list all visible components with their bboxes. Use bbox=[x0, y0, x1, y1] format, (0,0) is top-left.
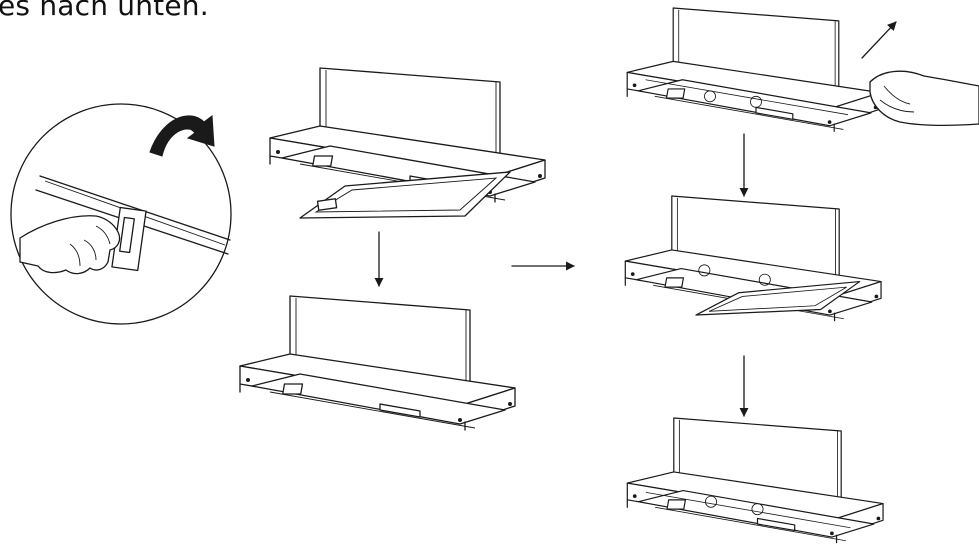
arrow-pull-out bbox=[861, 21, 897, 59]
hand-icon bbox=[19, 215, 121, 275]
hood-step-5 bbox=[626, 417, 884, 544]
rotate-arrow-icon bbox=[149, 115, 215, 157]
hood-step-1 bbox=[269, 67, 546, 219]
hood-step-4 bbox=[624, 195, 882, 322]
instruction-caption: es nach unten. bbox=[0, 0, 209, 22]
detail-circle bbox=[10, 103, 232, 325]
hand-pull-icon bbox=[861, 21, 979, 126]
hood-step-2 bbox=[239, 295, 516, 431]
hood-step-3 bbox=[626, 7, 881, 132]
